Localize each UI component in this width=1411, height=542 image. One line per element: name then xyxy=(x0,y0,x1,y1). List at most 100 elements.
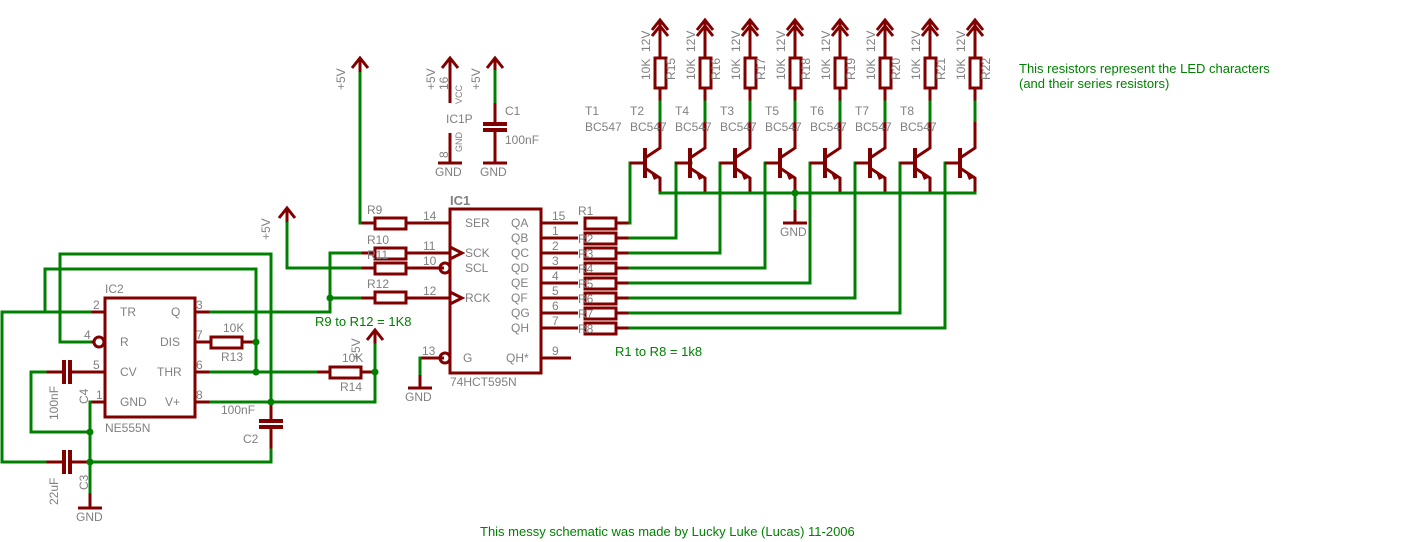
transistor-emitter xyxy=(869,166,887,193)
ic2-pin-name: R xyxy=(120,335,129,349)
p12v-label: 12V xyxy=(729,31,743,52)
p12v-label: 12V xyxy=(864,31,878,52)
transistor-part: BC547 xyxy=(810,120,847,134)
timer-wires xyxy=(0,251,379,494)
emitter-arrow xyxy=(920,170,928,180)
ic1p-gnd-pin: 8 xyxy=(437,151,451,158)
c2: 100nF C2 xyxy=(221,402,283,450)
input-resistors: R9 R10 R11 R12 xyxy=(360,203,408,305)
p5v-label: +5V xyxy=(259,218,273,240)
output-resistor-label: R3 xyxy=(578,247,594,261)
ic1-pin-num: 7 xyxy=(552,314,559,328)
note-r1-r8: R1 to R8 = 1k8 xyxy=(615,344,702,359)
transistor-name: T7 xyxy=(855,104,869,118)
transistor-name: T4 xyxy=(675,104,689,118)
ic2: IC2 NE555N 2 4 5 1 TR R CV GND 3 7 6 8 Q… xyxy=(84,282,211,435)
r10-label: R10 xyxy=(367,233,389,247)
p12v-label: 12V xyxy=(639,31,653,52)
ic1-pin-num: 9 xyxy=(552,344,559,358)
ic2-pin-name: Q xyxy=(171,305,180,319)
emitter-arrow xyxy=(830,170,838,180)
resistor-body xyxy=(583,216,618,231)
output-resistor-label: R6 xyxy=(578,292,594,306)
transistor-name: T6 xyxy=(810,104,824,118)
r14: 10K R14 +5V xyxy=(316,327,385,394)
junction xyxy=(86,458,94,466)
p5v-label: +5V xyxy=(349,338,363,360)
transistor-part: BC547 xyxy=(675,120,712,134)
junction xyxy=(326,294,334,302)
transistor-collector xyxy=(959,138,977,160)
led-resistor-name: R22 xyxy=(979,58,993,80)
transistor-emitter xyxy=(824,166,842,193)
led-resistor-name: R17 xyxy=(754,58,768,80)
ic1-pin-num: 12 xyxy=(423,284,437,298)
ic1-pin-name: QE xyxy=(511,276,528,290)
transistor-collector xyxy=(779,138,797,160)
transistor-collector xyxy=(689,138,707,160)
c3: 22uF C3 GND xyxy=(45,450,103,524)
gnd-label: GND xyxy=(435,165,462,179)
ic1-pin-num: 1 xyxy=(552,224,559,238)
transistor-emitter xyxy=(644,166,662,193)
ic2-pin-num: 3 xyxy=(196,298,203,312)
ic1-pin-num: 4 xyxy=(552,269,559,283)
note-led-resistors-line2: (and their series resistors) xyxy=(1019,76,1169,91)
ic2-pin-name: TR xyxy=(120,305,136,319)
ic1-pin-num: 2 xyxy=(552,239,559,253)
ic2-pin-num: 1 xyxy=(96,388,103,402)
led-resistor-name: R16 xyxy=(709,58,723,80)
transistor-name: T5 xyxy=(765,104,779,118)
led-resistor-value: 10K xyxy=(729,59,743,80)
r13-value: 10K xyxy=(223,321,244,335)
led-resistor-value: 10K xyxy=(774,59,788,80)
p5v-label: +5V xyxy=(424,68,438,90)
gnd-label: GND xyxy=(405,390,432,404)
transistor-collector xyxy=(869,138,887,160)
transistor-name: T2 xyxy=(630,104,644,118)
ic1-pin-name: SCK xyxy=(465,246,490,260)
led-resistor-value: 10K xyxy=(909,59,923,80)
p12v-label: 12V xyxy=(909,31,923,52)
ic2-pin-num: 8 xyxy=(196,388,203,402)
transistor-part: BC547 xyxy=(765,120,802,134)
emitter-arrow xyxy=(740,170,748,180)
ic2-pin-num: 6 xyxy=(196,358,203,372)
ic1-name: IC1 xyxy=(450,193,470,208)
r13-name: R13 xyxy=(221,350,243,364)
ic1p-gnd-label: GND xyxy=(454,132,464,153)
transistor-emitter xyxy=(914,166,932,193)
p5v-label: +5V xyxy=(334,68,348,90)
r12-label: R12 xyxy=(367,277,389,291)
p12v-label: 12V xyxy=(954,31,968,52)
ic1-pin-name: RCK xyxy=(465,291,490,305)
note-credit: This messy schematic was made by Lucky L… xyxy=(480,524,855,539)
ic1-part: 74HCT595N xyxy=(450,375,517,389)
transistor-part: BC547 xyxy=(585,120,622,134)
emitter-arrow xyxy=(785,170,793,180)
c2-name: C2 xyxy=(243,432,259,446)
led-resistor-value: 10K xyxy=(954,59,968,80)
ic1-pin-name: QH* xyxy=(506,351,529,365)
gnd-label: GND xyxy=(76,510,103,524)
junction xyxy=(371,368,379,376)
gnd-label: GND xyxy=(480,165,507,179)
ic2-pin-name: THR xyxy=(157,365,182,379)
ic1: IC1 74HCT595N 14 11 10 12 13 SER SCK SCL… xyxy=(405,193,578,404)
note-led-resistors-line1: This resistors represent the LED charact… xyxy=(1019,61,1270,76)
emitter-arrow xyxy=(650,170,658,180)
emitter-arrow xyxy=(695,170,703,180)
ic2-pin-num: 4 xyxy=(84,328,91,342)
transistor-part: BC547 xyxy=(900,120,937,134)
ic1p-vcc-pin: 16 xyxy=(437,76,451,90)
ic2-pin-name: CV xyxy=(120,365,137,379)
led-resistor-name: R18 xyxy=(799,58,813,80)
transistor-emitter xyxy=(779,166,797,193)
note-r9-r12: R9 to R12 = 1K8 xyxy=(315,314,411,329)
led-resistor-value: 10K xyxy=(819,59,833,80)
ic1-pin-num: 3 xyxy=(552,254,559,268)
transistor-emitter xyxy=(689,166,707,193)
c2-value: 100nF xyxy=(221,403,255,417)
ic1-pin-name: QA xyxy=(511,216,528,230)
output-resistor-label: R2 xyxy=(578,232,594,246)
